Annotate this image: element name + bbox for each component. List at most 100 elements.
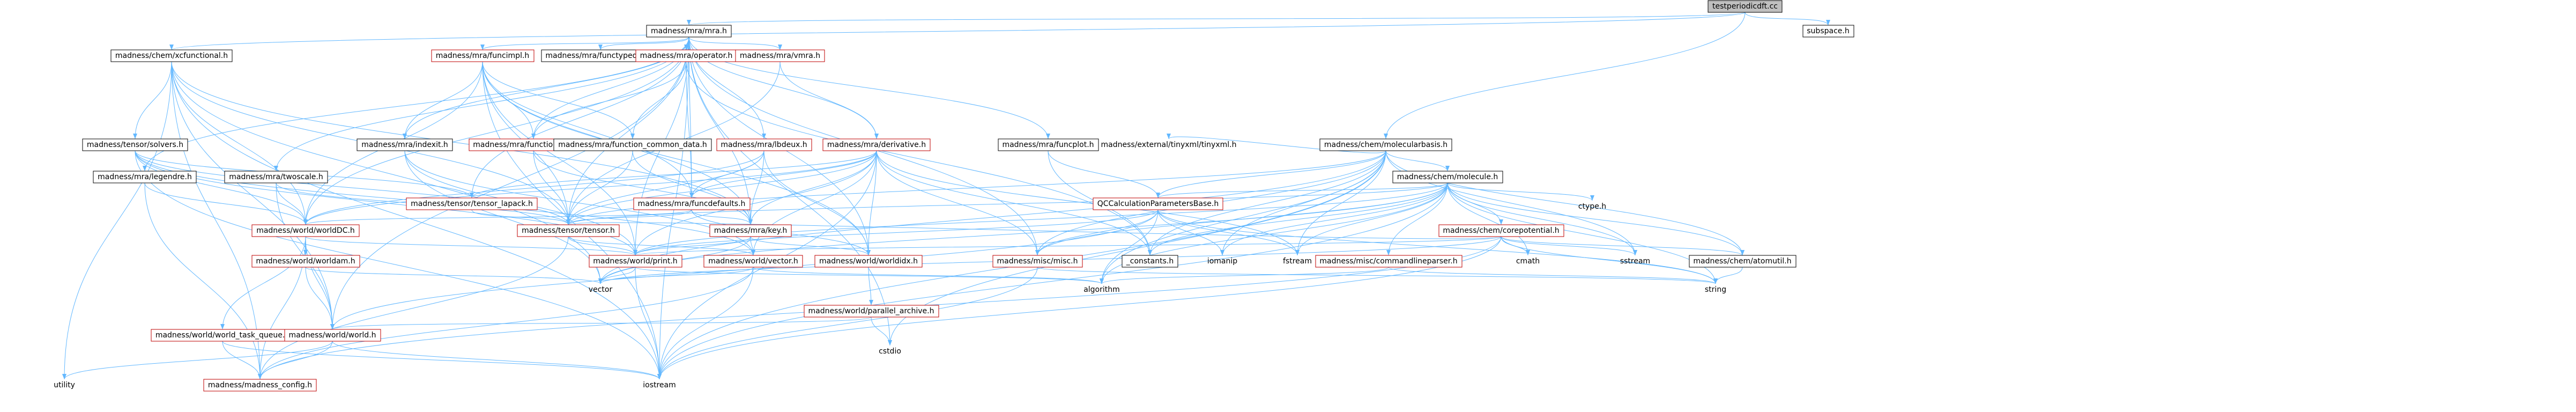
node-label: iomanip (1207, 257, 1237, 266)
node-cstdio[interactable]: cstdio (879, 347, 901, 356)
node-funcdefaults[interactable]: madness/mra/funcdefaults.h (633, 197, 751, 210)
node-indexit[interactable]: madness/mra/indexit.h (357, 138, 453, 151)
edge-key-to-worldvector (750, 236, 755, 256)
edge-derivative-to-worldvector (751, 150, 877, 256)
node-parallelarchive[interactable]: madness/world/parallel_archive.h (804, 305, 939, 318)
edge-mra-to-worlddc (303, 36, 689, 225)
node-lbdeux[interactable]: madness/mra/lbdeux.h (716, 138, 812, 151)
node-qccalc[interactable]: QCCalculationParametersBase.h (1093, 197, 1223, 210)
node-label: madness/mra/funcdefaults.h (638, 200, 746, 208)
node-cmath[interactable]: cmath (1516, 257, 1540, 266)
edge-derivative-to-worldprint (633, 150, 877, 256)
edge-misc-to-iostream (657, 267, 1038, 380)
node-sstream[interactable]: sstream (1620, 257, 1650, 266)
node-molbasis[interactable]: madness/chem/molecularbasis.h (1319, 138, 1452, 151)
edge-taskqueue-to-iostream (222, 341, 662, 380)
node-derivative[interactable]: madness/mra/derivative.h (822, 138, 931, 151)
edge-worldvector-to-iostream (657, 267, 754, 380)
edge-molecule-to-ctype (1447, 182, 1594, 201)
node-tinyxml[interactable]: madness/external/tinyxml/tinyxml.h (1101, 141, 1237, 149)
node-funcplot[interactable]: madness/mra/funcplot.h (998, 138, 1099, 151)
node-algorithm[interactable]: algorithm (1083, 285, 1120, 294)
node-legendre[interactable]: madness/mra/legendre.h (93, 171, 197, 183)
node-worldidx[interactable]: madness/world/worldidx.h (814, 255, 923, 268)
node-label: madness/mra/funcplot.h (1002, 141, 1094, 149)
node-world[interactable]: madness/world/world.h (284, 329, 381, 342)
node-key[interactable]: madness/mra/key.h (709, 224, 792, 237)
edge-solvers-to-iostream (135, 150, 662, 380)
node-funcimpl[interactable]: madness/mra/funcimpl.h (431, 49, 534, 62)
node-box (251, 224, 360, 237)
edge-molbasis-to-iomanip (1220, 150, 1386, 256)
edge-worldprint-to-vector (598, 267, 636, 284)
node-iomanip[interactable]: iomanip (1207, 257, 1237, 266)
node-string[interactable]: string (1705, 285, 1726, 294)
node-label: madness/world/world_task_queue.h (155, 331, 289, 340)
node-box (992, 255, 1083, 268)
edge-operator-to-funccommon (630, 61, 687, 139)
node-worldprint[interactable]: madness/world/print.h (589, 255, 682, 268)
node-label: madness/mra/twoscale.h (229, 173, 323, 181)
node-corepotential[interactable]: madness/chem/corepotential.h (1438, 224, 1564, 237)
node-box (804, 305, 939, 318)
node-operator[interactable]: madness/mra/operator.h (635, 49, 738, 62)
node-funccommon[interactable]: madness/mra/function_common_data.h (553, 138, 712, 151)
node-ctype[interactable]: ctype.h (1578, 202, 1606, 211)
edge-worlddc-to-taskqueue (220, 236, 306, 330)
node-vector[interactable]: vector (589, 285, 613, 294)
node-twoscale[interactable]: madness/mra/twoscale.h (224, 171, 328, 183)
node-label: madness/mra/lbdeux.h (721, 141, 807, 149)
node-molecule[interactable]: madness/chem/molecule.h (1392, 171, 1503, 183)
edge-mra-to-funcdefaults (688, 36, 694, 198)
node-worldvector[interactable]: madness/world/vector.h (703, 255, 803, 268)
node-label: _constants.h (1126, 257, 1174, 266)
node-vmra[interactable]: madness/mra/vmra.h (735, 49, 825, 62)
edge-derivative-to-misc (876, 150, 1040, 256)
edge-derivative-to-key (748, 150, 877, 225)
node-subspace[interactable]: subspace.h (1802, 25, 1854, 38)
node-mra[interactable]: madness/mra/mra.h (646, 25, 732, 38)
edge-molbasis-to-atomutil (1385, 150, 1744, 256)
node-label: iostream (643, 381, 676, 389)
node-worlddc[interactable]: madness/world/worldDC.h (251, 224, 360, 237)
edge-qccalc-to-worldprint (633, 209, 1159, 256)
node-constants[interactable]: _constants.h (1122, 255, 1178, 268)
node-label: madness/mra/mra.h (651, 27, 727, 35)
node-tensor[interactable]: madness/tensor/tensor.h (517, 224, 620, 237)
node-box (251, 255, 360, 268)
node-atomutil[interactable]: madness/chem/atomutil.h (1689, 255, 1796, 268)
node-box (1802, 25, 1854, 38)
edge-derivative-to-constants (876, 150, 1152, 256)
node-label: madness/tensor/tensor_lapack.h (411, 200, 533, 208)
edge-funcimpl-to-iostream (482, 61, 662, 380)
node-fstream[interactable]: fstream (1283, 257, 1312, 266)
edge-vmra-to-derivative (780, 61, 879, 139)
edge-functional-to-config (171, 61, 262, 380)
edge-derivative-to-worlddc (303, 150, 877, 225)
edge-molecule-to-algorithm (1100, 182, 1448, 284)
node-functional[interactable]: madness/chem/xcfunctional.h (110, 49, 233, 62)
node-box (284, 329, 381, 342)
node-box (716, 138, 812, 151)
edge-functional-to-world (171, 61, 335, 330)
node-cmdparser[interactable]: madness/misc/commandlineparser.h (1315, 255, 1463, 268)
edge-operator-to-funcdefaults (686, 61, 694, 198)
edge-derivative-to-tensor (566, 150, 877, 225)
node-misc[interactable]: madness/misc/misc.h (992, 255, 1083, 268)
node-root[interactable]: testperiodicdft.cc (1708, 0, 1783, 13)
node-label: madness/mra/vmra.h (740, 52, 820, 60)
edge-qccalc-to-iomanip (1157, 209, 1224, 256)
edge-tensor-to-worldvector (568, 236, 755, 256)
edge-molbasis-to-tinyxml (1167, 133, 1386, 153)
edge-world-to-config (258, 341, 333, 380)
node-utility[interactable]: utility (54, 381, 75, 389)
node-worldam[interactable]: madness/world/worldam.h (251, 255, 360, 268)
node-config[interactable]: madness/madness_config.h (203, 379, 317, 392)
node-iostream[interactable]: iostream (643, 381, 676, 389)
node-solvers[interactable]: madness/tensor/solvers.h (82, 138, 188, 151)
node-lapack[interactable]: madness/tensor/tensor_lapack.h (406, 197, 538, 210)
node-label: madness/mra/functypedefs.h (545, 52, 655, 60)
node-box (224, 171, 328, 183)
node-taskqueue[interactable]: madness/world/world_task_queue.h (151, 329, 294, 342)
